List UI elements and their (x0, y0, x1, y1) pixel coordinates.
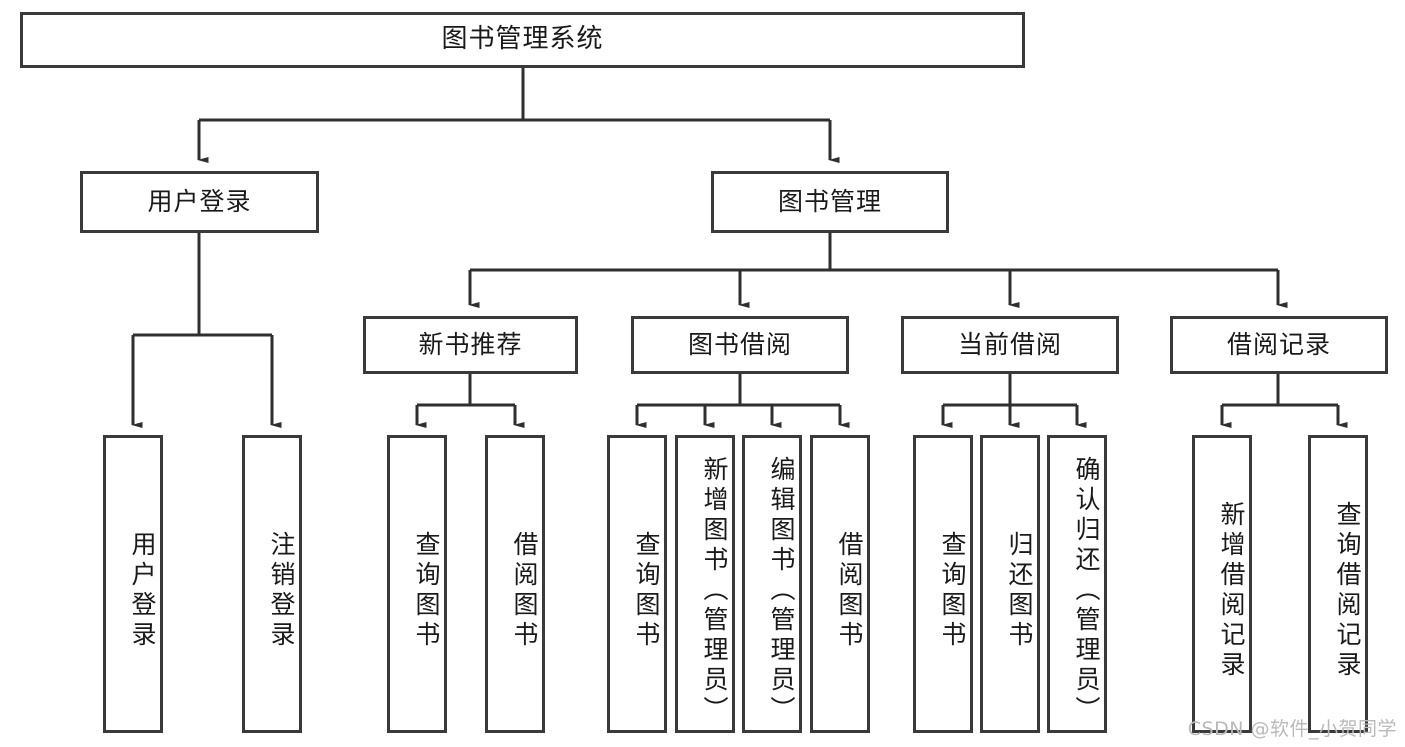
leaf-add-borrow-record[interactable]: 新增借阅记录 (1192, 435, 1252, 733)
node-book-management[interactable]: 图书管理 (711, 171, 949, 233)
node-label: 当前借阅 (957, 330, 1062, 359)
node-label: 查询图书 (632, 531, 661, 651)
node-label: 注销登录 (267, 531, 296, 651)
leaf-query-borrow-record[interactable]: 查询借阅记录 (1308, 435, 1368, 733)
leaf-borrow-book[interactable]: 借阅图书 (810, 435, 870, 733)
node-label: 新增借阅记录 (1217, 501, 1246, 681)
node-new-book-recommend[interactable]: 新书推荐 (363, 316, 578, 374)
node-label: 借阅图书 (510, 531, 539, 651)
node-label: 图书借阅 (687, 330, 792, 359)
node-label: 用户登录 (147, 187, 252, 216)
node-label: 归还图书 (1005, 531, 1034, 651)
node-label: 图书管理系统 (441, 24, 604, 55)
node-current-borrow[interactable]: 当前借阅 (901, 316, 1119, 374)
leaf-return-book[interactable]: 归还图书 (980, 435, 1040, 733)
node-label: 查询图书 (938, 531, 967, 651)
leaf-query-book-borrow[interactable]: 查询图书 (607, 435, 667, 733)
leaf-logout[interactable]: 注销登录 (242, 435, 302, 733)
node-label: 借阅图书 (835, 531, 864, 651)
node-label: 新增图书（管理员） (700, 456, 729, 726)
node-user-login[interactable]: 用户登录 (80, 171, 319, 233)
node-borrow-record[interactable]: 借阅记录 (1170, 316, 1388, 374)
node-label: 编辑图书（管理员） (767, 456, 796, 726)
node-label: 图书管理 (777, 187, 882, 216)
leaf-confirm-return-admin[interactable]: 确认归还（管理员） (1047, 435, 1107, 733)
node-label: 确认归还（管理员） (1072, 456, 1101, 726)
node-label: 新书推荐 (418, 330, 523, 359)
node-label: 查询借阅记录 (1333, 501, 1362, 681)
leaf-query-book-recommend[interactable]: 查询图书 (387, 435, 447, 733)
node-label: 借阅记录 (1226, 330, 1331, 359)
leaf-user-login[interactable]: 用户登录 (103, 435, 163, 733)
node-label: 查询图书 (412, 531, 441, 651)
node-book-borrow[interactable]: 图书借阅 (631, 316, 849, 374)
node-label: 用户登录 (128, 531, 157, 651)
leaf-borrow-book-recommend[interactable]: 借阅图书 (485, 435, 545, 733)
leaf-query-book-current[interactable]: 查询图书 (913, 435, 973, 733)
leaf-add-book-admin[interactable]: 新增图书（管理员） (675, 435, 735, 733)
watermark-text: CSDN @软件_小贺同学 (1187, 718, 1397, 740)
node-root-book-management-system[interactable]: 图书管理系统 (20, 12, 1025, 68)
leaf-edit-book-admin[interactable]: 编辑图书（管理员） (742, 435, 802, 733)
